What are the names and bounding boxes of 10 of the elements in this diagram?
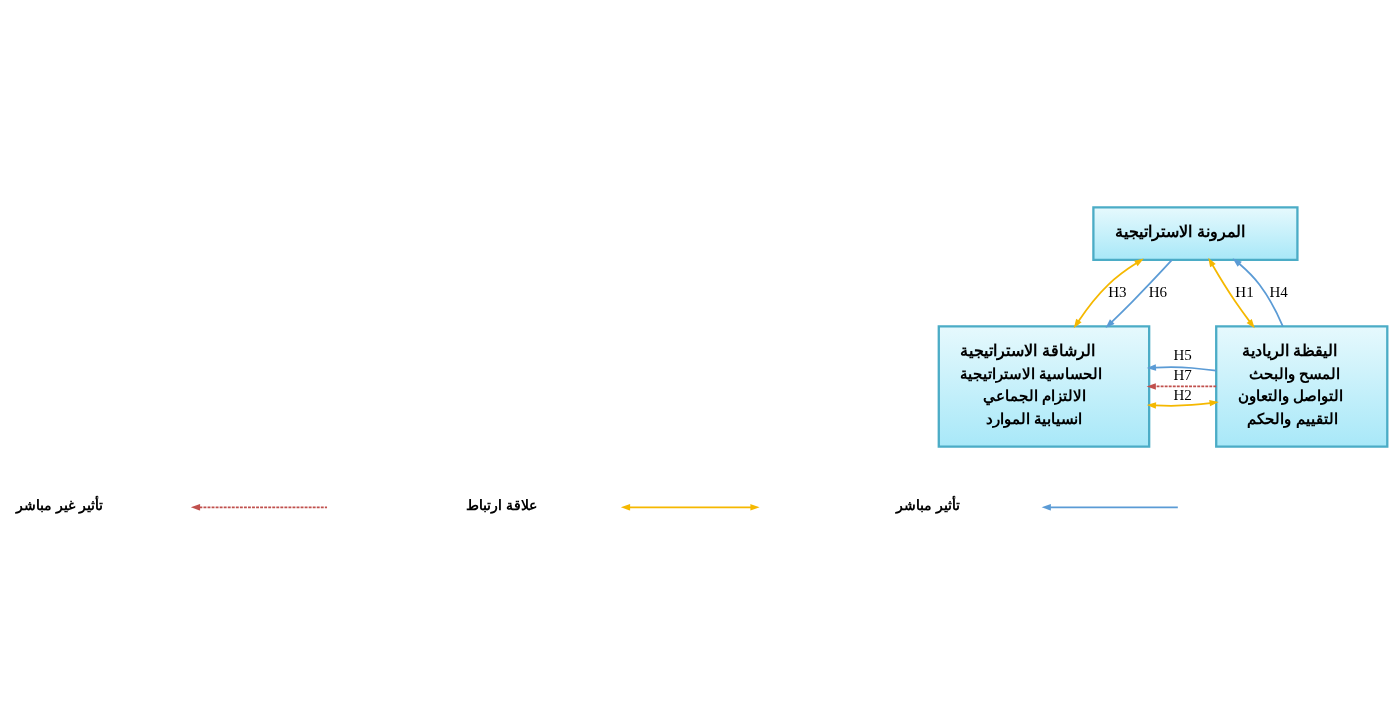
edge-label: H2 — [1173, 387, 1192, 404]
legend-label: تأثير غير مباشر — [16, 497, 104, 514]
legend-label: تأثير مباشر — [895, 497, 960, 514]
edge-label: H4 — [1269, 283, 1288, 300]
edge-label: H6 — [1148, 283, 1168, 300]
edge-label: H5 — [1173, 346, 1192, 363]
legend-label: علاقة ارتباط — [466, 497, 537, 514]
edge-label: H1 — [1235, 283, 1254, 300]
edge-label: H7 — [1173, 367, 1192, 384]
edge-label: H3 — [1108, 283, 1127, 300]
